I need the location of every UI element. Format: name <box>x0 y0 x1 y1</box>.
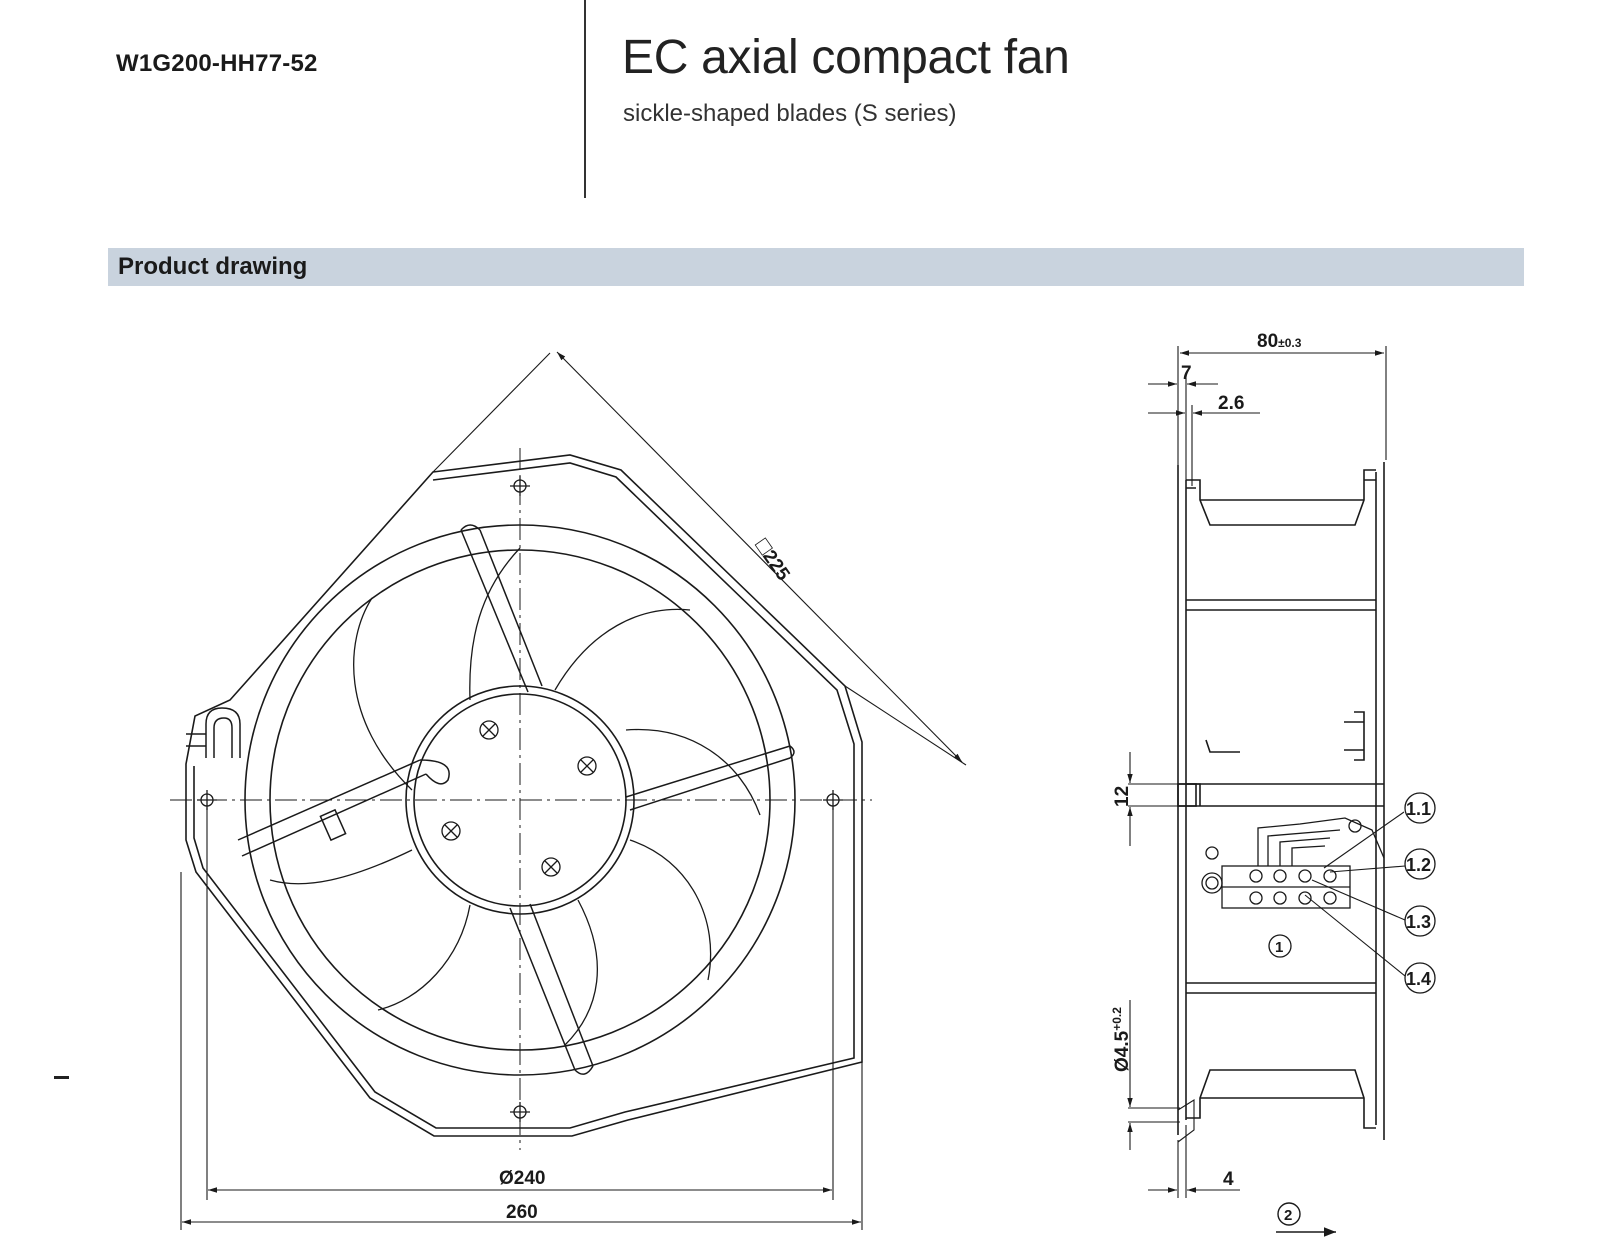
callout-1-2: 1.2 <box>1406 855 1431 875</box>
dim-slot-label: 12 <box>1112 786 1133 807</box>
cable-channel <box>186 707 450 857</box>
hub-screws <box>441 720 597 877</box>
terminal-block <box>1201 817 1385 909</box>
dim-edge-label: 4 <box>1223 1169 1234 1190</box>
callout-circles <box>1268 792 1436 994</box>
callout-1-1: 1.1 <box>1406 799 1431 819</box>
center-lines <box>170 448 872 1150</box>
dim-lip-label: 2.6 <box>1218 393 1244 414</box>
dim-horizontal <box>180 808 863 1230</box>
section-header: Product drawing <box>108 248 1524 286</box>
margin-mark <box>54 1076 69 1079</box>
dim-width-label: 260 <box>506 1202 538 1223</box>
header-divider <box>584 0 586 198</box>
front-view <box>170 351 967 1230</box>
side-dims-hole <box>1127 1000 1195 1150</box>
callout-1-4: 1.4 <box>1406 969 1431 989</box>
dim-flange-label: 7 <box>1181 363 1192 384</box>
side-dims-bottom <box>1148 1125 1240 1198</box>
airflow-item-label: 2 <box>1284 1207 1292 1224</box>
top-flange <box>1186 469 1376 526</box>
section-title: Product drawing <box>118 253 308 280</box>
dim-diagonal-label: □225 <box>751 533 798 585</box>
dim-hole-circle-label: Ø240 <box>499 1168 545 1189</box>
dim-depth-label: 80±0.3 <box>1257 331 1302 352</box>
side-dims-slot <box>1127 752 1178 846</box>
dim-diagonal-225 <box>432 351 967 766</box>
model-number: W1G200-HH77-52 <box>116 50 318 77</box>
side-dims-top <box>1148 346 1387 486</box>
callout-1-3: 1.3 <box>1406 912 1431 932</box>
side-view <box>1127 346 1436 1237</box>
dim-hole-label: Ø4.5+0.2 <box>1110 1007 1133 1072</box>
airflow-arrow <box>1276 1202 1336 1237</box>
bottom-flange <box>1186 1069 1376 1129</box>
page-subtitle: sickle-shaped blades (S series) <box>623 100 957 127</box>
callout-leaders <box>1304 811 1406 977</box>
page-title: EC axial compact fan <box>622 31 1070 84</box>
terminal-item-label: 1 <box>1275 939 1283 956</box>
